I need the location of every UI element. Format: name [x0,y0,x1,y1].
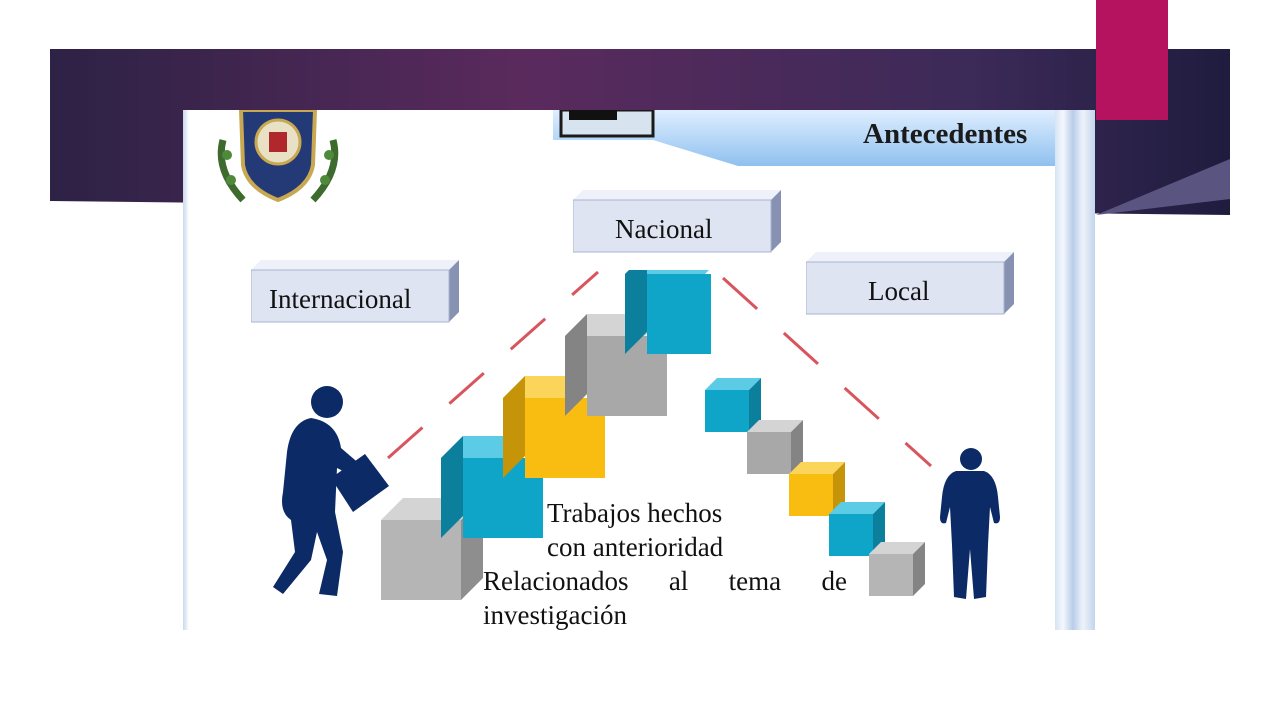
accent-tab [1096,0,1168,120]
right-staircase-cubes [705,378,925,596]
body-word: Relacionados [483,566,629,596]
body-line-4: investigación [483,600,627,630]
standing-businessman-icon [940,448,1000,599]
internacional-label: Internacional [269,284,412,314]
body-word: tema [728,566,782,596]
nacional-label: Nacional [615,214,713,244]
walking-businessman-icon [273,386,389,596]
left-staircase-cubes [381,270,711,600]
title-arrow-shape [553,110,1095,166]
slide-title: Antecedentes [863,118,1028,150]
university-crest-icon [217,110,339,203]
internacional-box [251,260,459,323]
body-line-3: Relacionados al tema de [483,564,847,598]
local-box [806,252,1014,315]
local-label: Local [868,276,930,306]
image-frame-right [1055,110,1095,630]
slide-image: Antecedentes Nacional Internacional Loca… [183,110,1095,630]
body-line-1: Trabajos hechos [547,498,723,528]
body-word: de [821,566,847,596]
image-frame-left [183,110,189,630]
body-line-2: con anterioridad [547,532,724,562]
nacional-box [573,190,781,253]
body-word: al [668,566,689,596]
body-text: Trabajos hechos con anterioridad Relacio… [483,496,847,630]
